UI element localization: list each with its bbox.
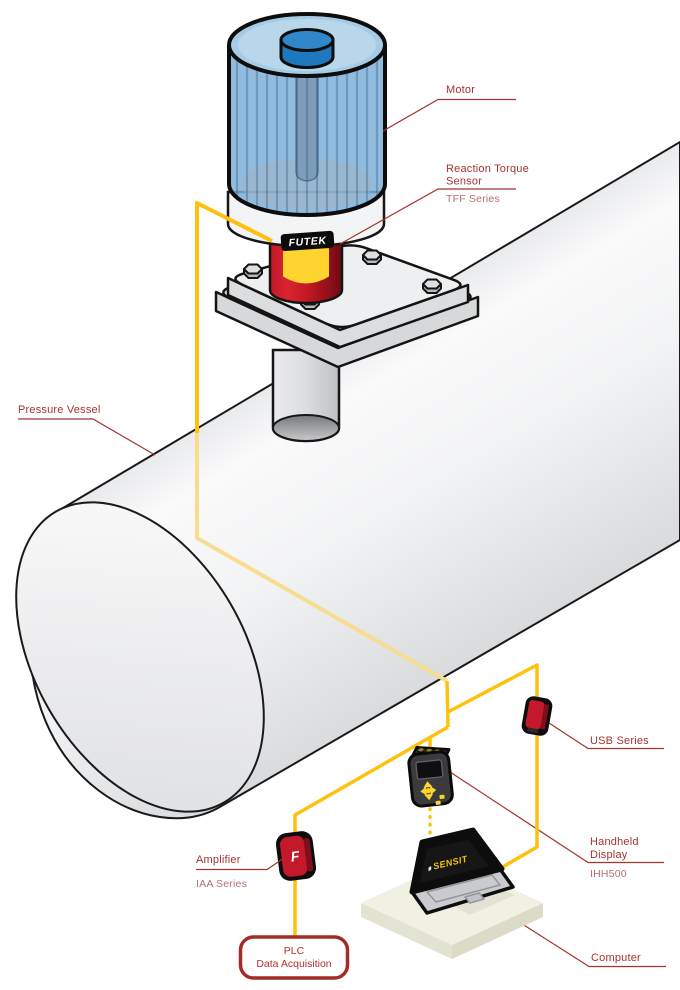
handheld-label-leader	[446, 769, 664, 864]
flange-upper-side	[226, 276, 470, 349]
laptop-keyboard	[426, 874, 501, 903]
usb-dongle	[521, 696, 553, 736]
pressure-vessel-label: Pressure Vessel	[18, 404, 100, 416]
flange-bolt	[422, 278, 442, 294]
amplifier-label-leader	[196, 857, 285, 871]
plc-line2: Data Acquisition	[256, 958, 331, 970]
tff-series-label: TFF Series	[446, 193, 500, 205]
futek-badge: FUTEK	[280, 230, 335, 252]
laptop: SENSIT	[409, 827, 515, 915]
sensor-label-leader	[339, 188, 516, 245]
iaa-series-label: IAA Series	[196, 878, 247, 890]
amplifier-device: F	[275, 831, 317, 881]
computer-label: Computer	[591, 952, 641, 964]
motor-shaft	[295, 59, 319, 182]
callout-labels: Motor Reaction Torque Sensor TFF Series …	[18, 84, 649, 964]
usb-label-leader	[548, 722, 664, 750]
sensor-cable-over-vessel	[195, 433, 448, 683]
vessel-nozzle	[271, 348, 341, 443]
amplifier-label: Amplifier	[196, 854, 241, 866]
vessel-end-cap	[15, 501, 265, 813]
motor-top-cap	[279, 28, 335, 69]
handheld-body	[407, 750, 454, 808]
handheld-display-device	[407, 745, 454, 808]
laptop-touchpad	[464, 892, 485, 904]
sensor-yellow-label	[283, 246, 329, 284]
usb-series-label: USB Series	[590, 735, 649, 747]
plc-line1: PLC	[284, 945, 305, 957]
pressure-vessel	[15, 140, 680, 820]
usb-computer-cable	[447, 663, 539, 877]
motor-label-leader	[382, 98, 516, 132]
flange-bolt	[243, 263, 263, 279]
sensor-cable	[195, 201, 273, 433]
handheld-keypad	[420, 781, 445, 805]
futek-badge-text: FUTEK	[288, 235, 328, 250]
handheld-label-line2: Display	[590, 849, 628, 861]
plc-box: PLC Data Acquisition	[238, 935, 350, 980]
right-leader-lines	[446, 722, 666, 968]
laptop-screen	[420, 840, 489, 883]
amplifier-logo: F	[290, 848, 301, 865]
flange-lower-side	[214, 290, 480, 369]
flange-bolt	[362, 249, 382, 265]
vessel-label-leader	[18, 418, 156, 456]
main-cable	[445, 680, 450, 728]
ihh500-label: IHH500	[590, 868, 627, 880]
handheld-screen	[415, 759, 444, 780]
motor-fins	[235, 58, 379, 215]
motor-label: Motor	[446, 84, 475, 96]
motor-device	[227, 12, 387, 217]
handheld-label-line1: Handheld	[590, 836, 639, 848]
sensor-label-line1: Reaction Torque	[446, 163, 529, 175]
computer-label-leader	[504, 912, 666, 968]
amplifier-plc-cable	[293, 725, 449, 937]
sensor-label-line2: Sensor	[446, 176, 482, 188]
